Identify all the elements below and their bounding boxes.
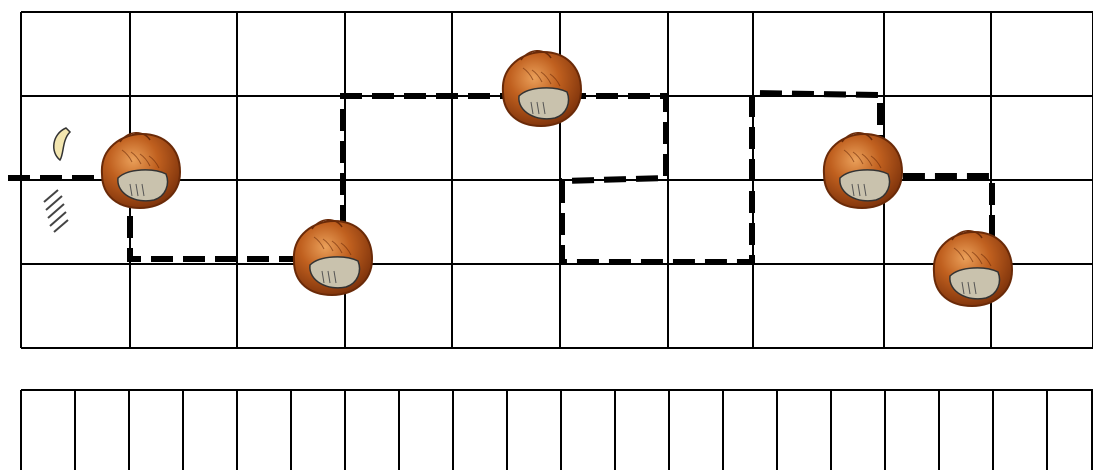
hazelnut-icon xyxy=(934,231,1012,306)
hazelnut-icon xyxy=(503,51,581,126)
hazelnut-icon xyxy=(102,133,180,208)
hazelnut-icon xyxy=(824,133,902,208)
hazelnut-icon xyxy=(294,220,372,295)
answer-grid xyxy=(21,390,1093,470)
